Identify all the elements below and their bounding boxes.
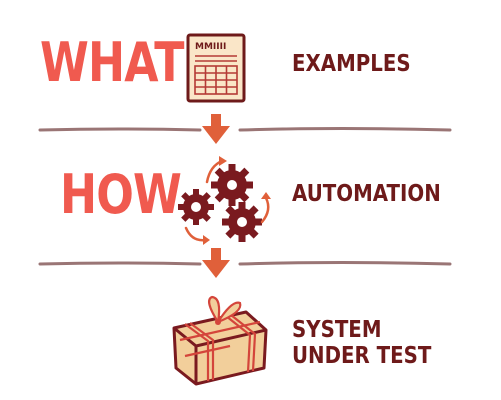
sut-line-1: SYSTEM [292, 317, 382, 343]
what-label: WHAT [40, 31, 184, 94]
gears-icon [178, 156, 271, 245]
how-label: HOW [60, 163, 182, 226]
gift-box-icon [172, 295, 268, 386]
examples-label: EXAMPLES [292, 51, 411, 77]
document-table-icon: MMIIII [186, 33, 246, 103]
system-under-test-label: SYSTEM UNDER TEST [292, 317, 432, 370]
down-arrow-icon [202, 248, 230, 278]
document-heading: MMIIII [195, 42, 226, 52]
divider-top [38, 127, 452, 132]
sut-line-2: UNDER TEST [292, 342, 432, 369]
divider-bottom [38, 261, 452, 266]
automation-label: AUTOMATION [292, 181, 441, 207]
down-arrow-icon [202, 114, 230, 144]
